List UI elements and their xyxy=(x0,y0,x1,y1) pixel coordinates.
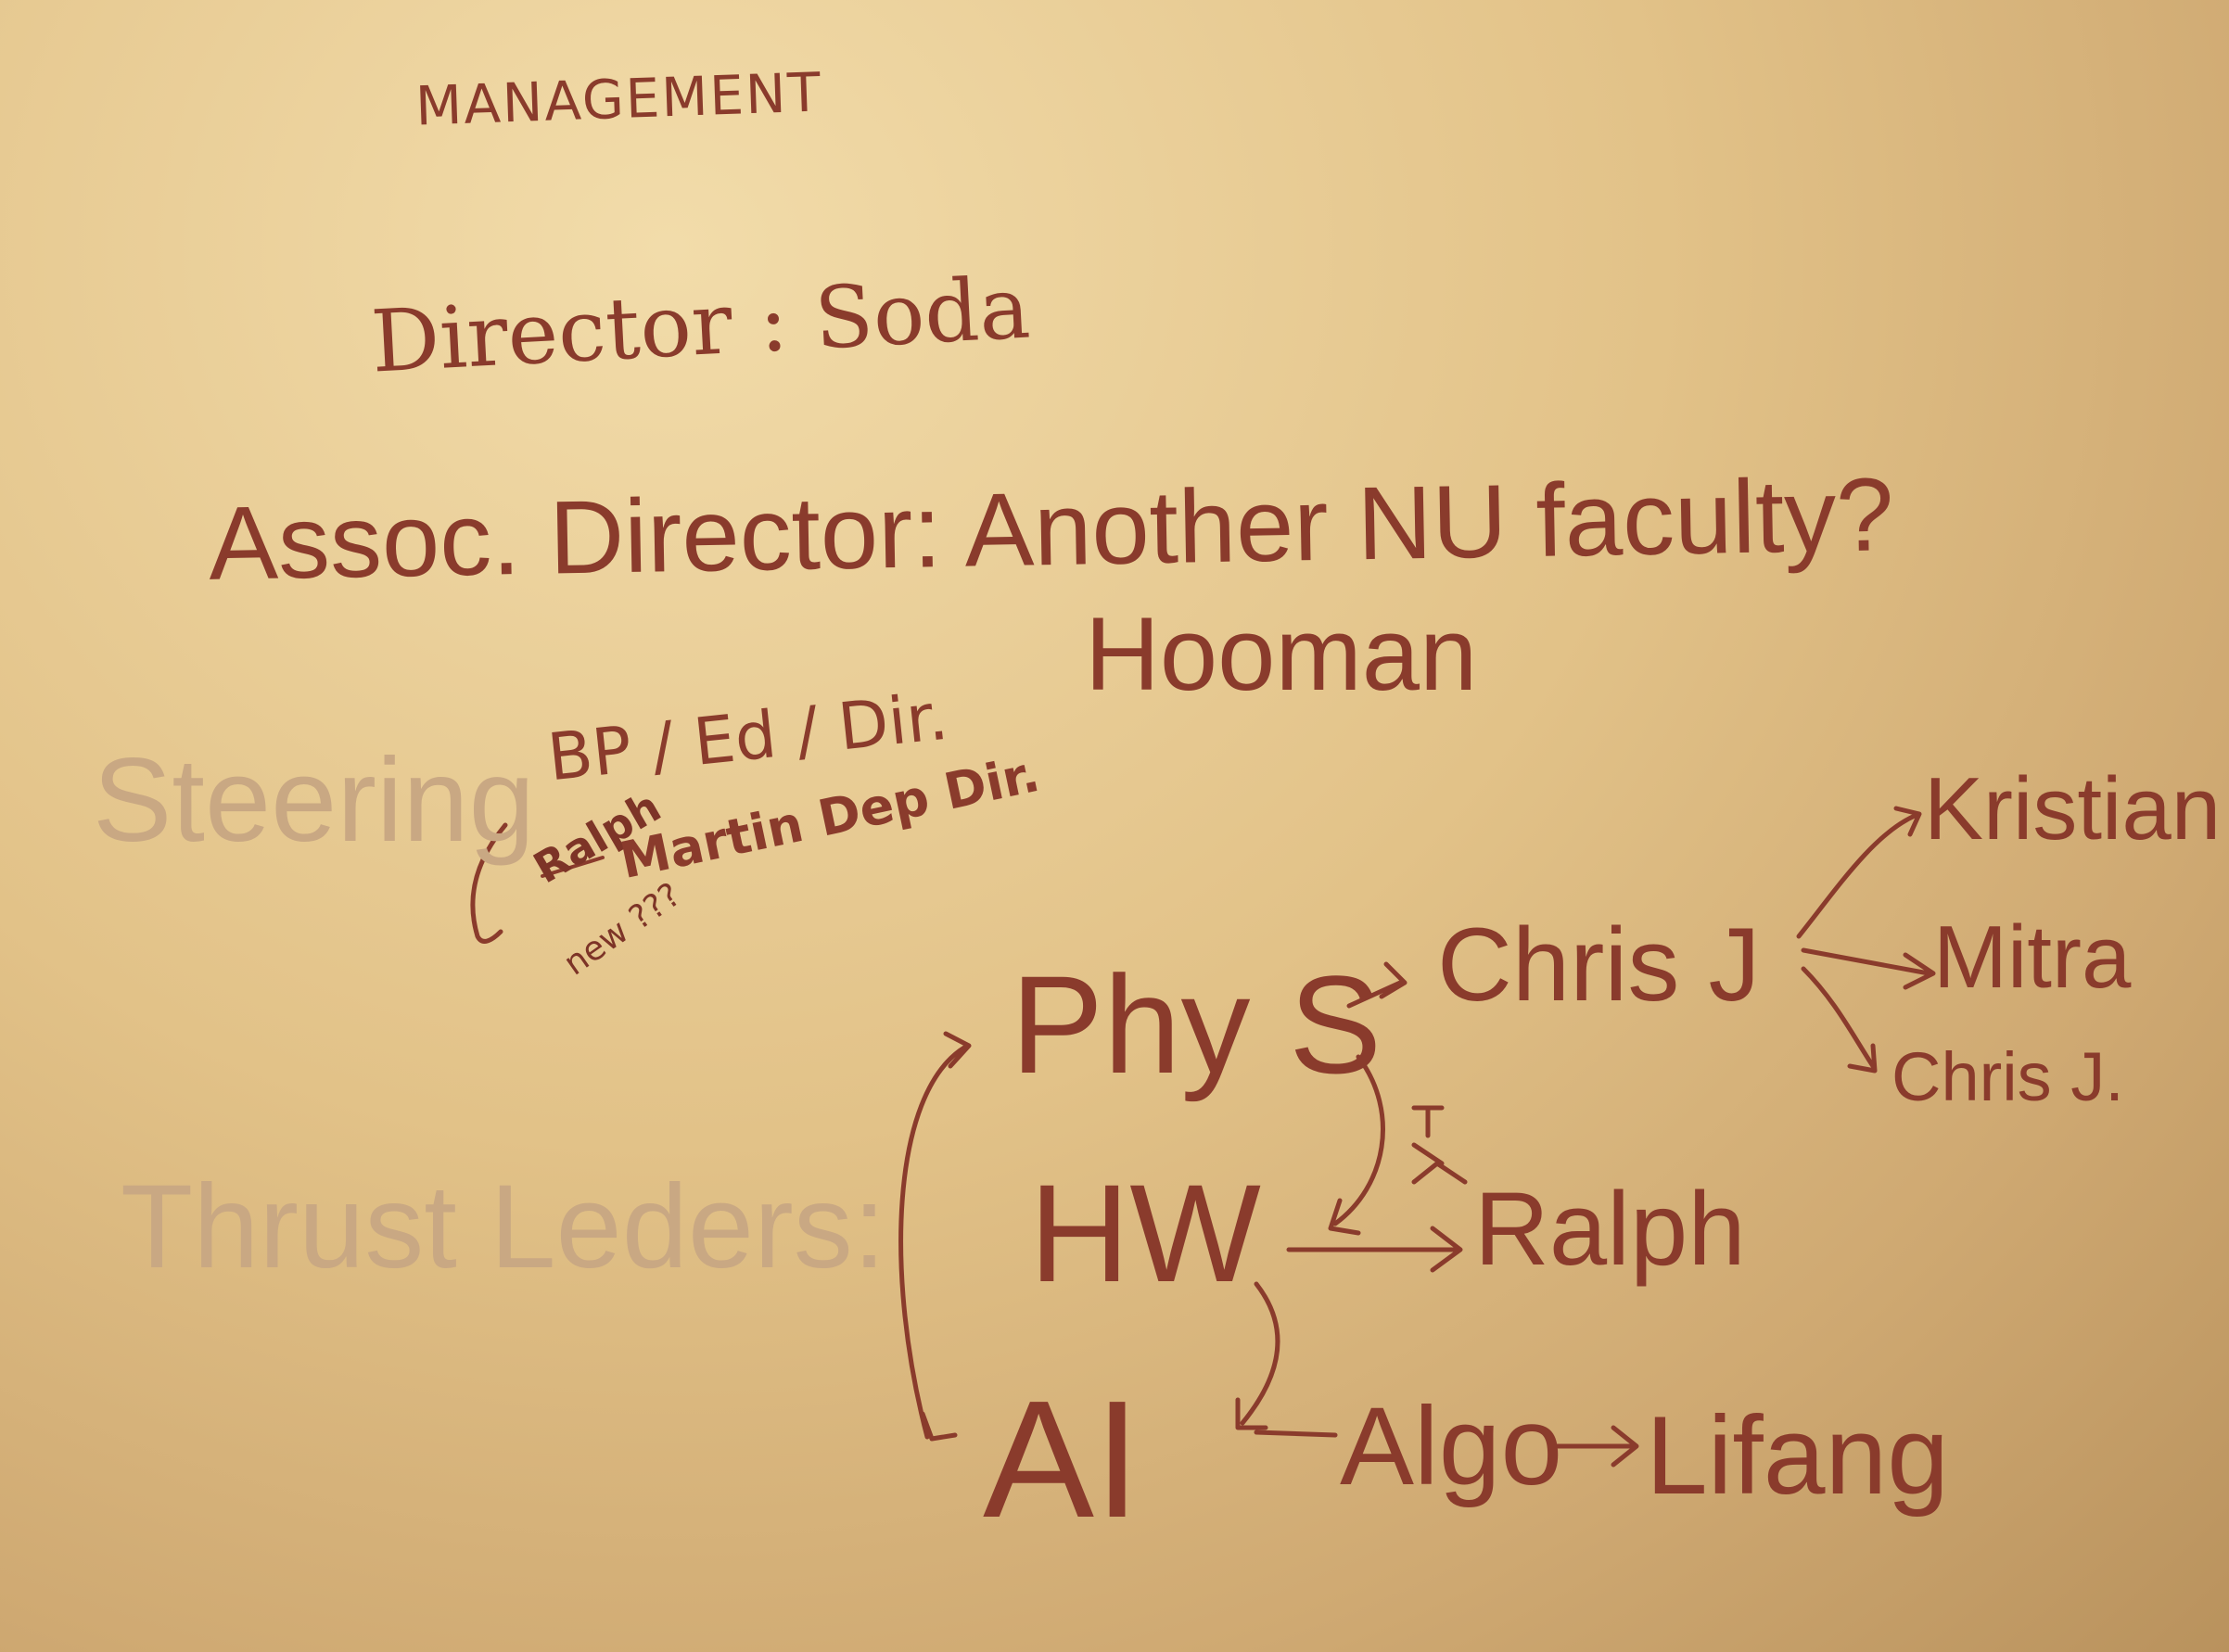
arrow-down-mark xyxy=(1411,1105,1468,1185)
steering-label: Steering xyxy=(93,734,535,867)
arrow-chrisj-to-chrisj2 xyxy=(1801,966,1878,1074)
arrow-phys-to-chrisj xyxy=(1346,961,1407,1009)
hw-lead-ralph: Ralph xyxy=(1474,1171,1746,1287)
arrow-hw-to-ai xyxy=(1235,1281,1280,1430)
algo-lead-lifang: Lifang xyxy=(1646,1393,1949,1518)
chrisj-group-mitra: Mitra xyxy=(1933,908,2132,1007)
arrow-algo-to-lifang xyxy=(1555,1425,1639,1468)
phys-lead-chris-j: Chris J xyxy=(1437,907,1761,1023)
arrow-chrisj-to-kristian xyxy=(1796,806,1922,939)
chrisj-group-chris-j2: Chris J. xyxy=(1891,1038,2124,1115)
ralph-underline xyxy=(541,856,605,878)
assoc-director-line: Assoc. Director: Another NU faculty? xyxy=(208,456,1895,602)
thrust-hw: HW xyxy=(1029,1155,1261,1311)
thrust-phys: Phy S xyxy=(1011,947,1382,1102)
thrust-bracket xyxy=(898,1031,972,1442)
arrow-algo-to-ai xyxy=(1254,1430,1338,1438)
arrow-phys-to-ralph xyxy=(1328,1054,1385,1236)
thrust-ai: AI xyxy=(983,1366,1141,1553)
heading: MANAGEMENT xyxy=(414,60,823,138)
arrow-chrisj-to-mitra xyxy=(1801,947,1936,990)
chrisj-group-kristian: Kristian xyxy=(1924,759,2222,858)
arrow-hw-to-ralph xyxy=(1286,1226,1463,1273)
steering-brace xyxy=(470,822,508,944)
assoc-director-name: Hooman xyxy=(1085,596,1478,712)
thrust-leaders-label: Thrust Leders: xyxy=(121,1161,886,1293)
algo-label: Algo xyxy=(1340,1384,1563,1508)
